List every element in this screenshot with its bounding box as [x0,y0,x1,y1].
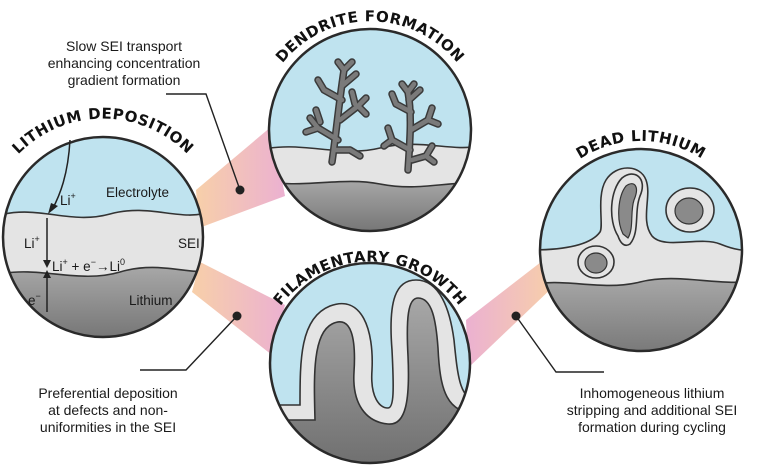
dead-lithium-outline [538,147,744,353]
electron-arrowhead [43,270,51,278]
sei-arrowhead [43,260,51,268]
caption-inhomogeneous-stripping: Inhomogeneous lithium stripping and addi… [566,385,738,435]
dead-lithium-circle [540,149,742,351]
caption-slow-sei: Slow SEI transport enhancing concentrati… [47,38,201,88]
leader-preferential [140,315,238,371]
connector-filament-to-dead [466,262,555,368]
connector-deposition-to-dendrite [196,126,285,228]
leader-inhomogeneous [515,315,604,373]
lithium-label: Lithium [129,293,173,308]
lithium-deposition-circle [3,137,203,337]
dead-lithium-fragment-b [665,187,715,233]
leader-dot-preferential [232,311,242,321]
dead-lithium-fragment-c [577,245,615,279]
filamentary-growth-circle [270,263,470,463]
li-ion-arrowhead [48,203,58,214]
lithium-deposition-outline [1,135,205,339]
caption-preferential-deposition: Preferential deposition at defects and n… [38,385,178,435]
leader-dot-inhomogeneous [511,311,521,321]
electrolyte-label: Electrolyte [106,185,169,200]
li-ion-label-top: Li+ [60,191,76,208]
reaction-equation: Li+ + e−→Li0 [52,257,125,274]
connector-deposition-to-filament [192,262,285,355]
leader-slow-sei [166,93,241,191]
dead-lithium-fragment-a [610,173,644,247]
leader-dot-slow-sei [235,185,245,195]
sei-label: SEI [178,236,200,251]
li-ion-label-mid: Li+ [24,234,40,251]
filament-lithium [270,297,470,463]
filamentary-growth-outline [268,261,472,465]
electron-label: e− [28,291,41,308]
dendrite-formation-outline [267,27,473,233]
